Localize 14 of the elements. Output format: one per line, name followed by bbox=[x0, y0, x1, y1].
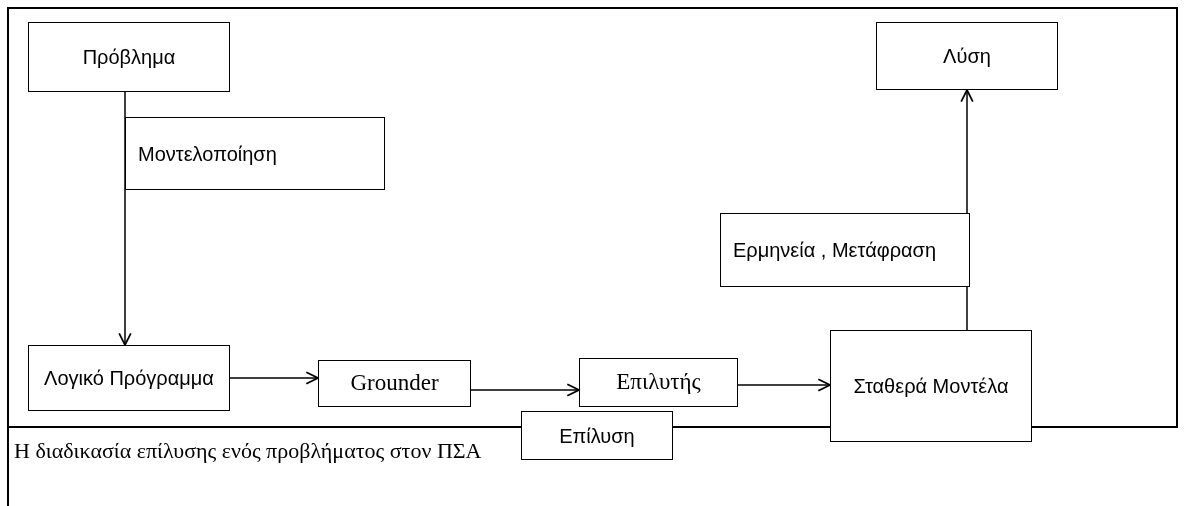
process-box: Grounder bbox=[318, 360, 471, 407]
arrow bbox=[470, 383, 580, 397]
process-box: Πρόβλημα bbox=[28, 22, 230, 92]
process-box: Λύση bbox=[876, 22, 1058, 90]
process-box: Μοντελοποίηση bbox=[125, 117, 385, 190]
process-box: Σταθερά Μοντέλα bbox=[830, 330, 1032, 442]
arrow bbox=[229, 371, 319, 385]
caption: Η διαδικασία επίλυσης ενός προβλήματος στον ΠΣΑ bbox=[14, 438, 482, 464]
process-box: Ερμηνεία , Μετάφραση bbox=[720, 213, 970, 287]
process-box: Επίλυση bbox=[521, 411, 673, 460]
arrow bbox=[737, 378, 831, 392]
process-box: Επιλυτής bbox=[579, 358, 738, 407]
arrow bbox=[118, 91, 132, 346]
process-box: Λογικό Πρόγραμμα bbox=[28, 345, 230, 411]
